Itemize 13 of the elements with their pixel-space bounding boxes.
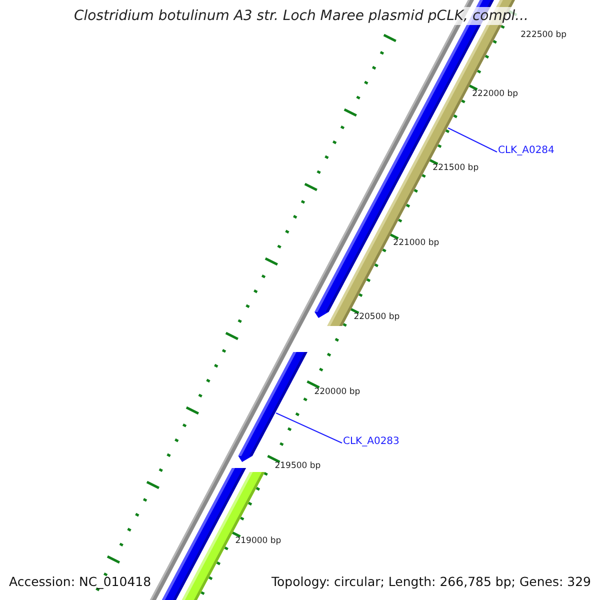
tick-label: 219500 bp [274, 461, 321, 471]
tick-label: 221500 bp [432, 163, 479, 173]
gene-label: CLK_A0283 [343, 436, 400, 447]
tick-label: 220500 bp [354, 312, 400, 322]
tick-label: 221000 bp [393, 238, 440, 248]
summary-text: Topology: circular; Length: 266,785 bp; Genes: 329 [272, 574, 591, 589]
gene-feature-bar [238, 352, 308, 462]
accession-text: Accession: NC_010418 [9, 574, 152, 589]
gene-label: CLK_A0284 [498, 145, 554, 156]
tick-label: 219000 bp [235, 536, 282, 546]
leader-line [276, 412, 342, 444]
tick-label: 222000 bp [472, 88, 518, 98]
leader-line [448, 128, 498, 152]
